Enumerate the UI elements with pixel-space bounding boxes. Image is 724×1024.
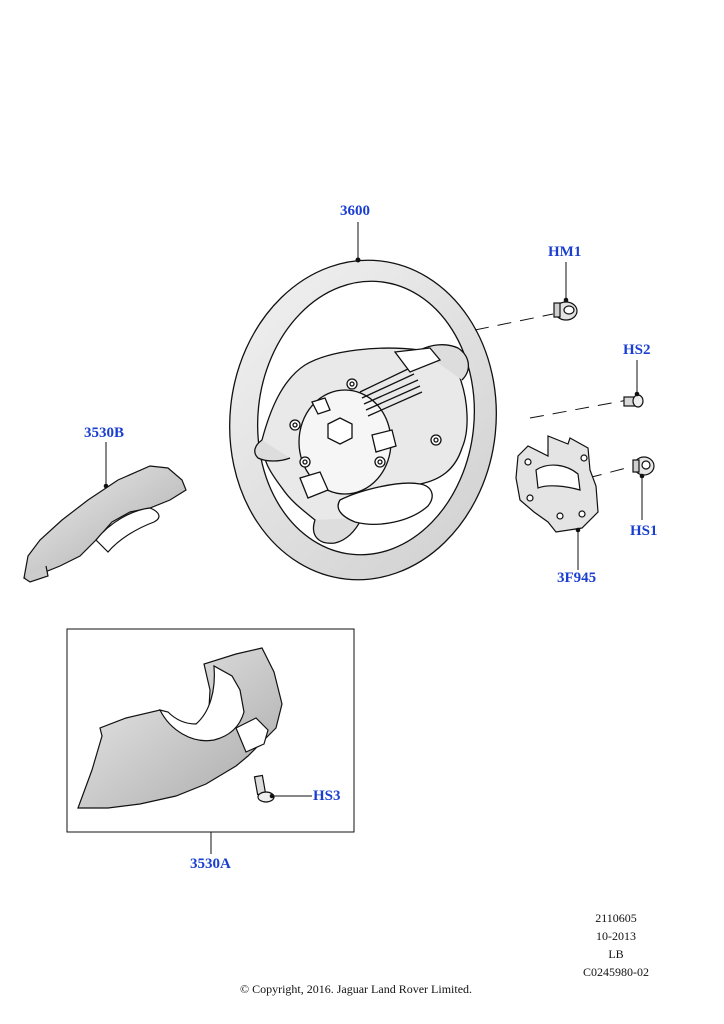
image-code: C0245980-02	[583, 965, 649, 979]
callout-3530b[interactable]: 3530B	[84, 425, 125, 441]
region-code: LB	[608, 947, 624, 961]
steering-wheel[interactable]	[214, 247, 512, 593]
leader-dot-hs2	[634, 391, 640, 397]
callout-3f945[interactable]: 3F945	[557, 570, 597, 586]
leader-dot-3600	[355, 257, 361, 263]
date-code: 10-2013	[596, 929, 636, 943]
callout-3600[interactable]: 3600	[340, 203, 370, 219]
steering-column-cover-upper[interactable]	[23, 465, 187, 583]
steering-column-cover-lower[interactable]	[77, 647, 283, 809]
leader-dot-hs1	[639, 473, 645, 479]
screw-hs2[interactable]	[623, 394, 644, 408]
copyright: © Copyright, 2016. Jaguar Land Rover Lim…	[239, 982, 473, 996]
callout-hm1[interactable]: HM1	[548, 244, 582, 260]
callout-hs3[interactable]: HS3	[313, 788, 341, 804]
module-bracket[interactable]	[515, 435, 599, 533]
nut-hm1[interactable]	[553, 301, 578, 321]
assembly-lines	[474, 313, 635, 479]
leader-dot-hm1	[563, 297, 569, 303]
callout-hs1[interactable]: HS1	[630, 523, 658, 539]
ref-code: 2110605	[595, 911, 637, 925]
leader-dot-3530b	[103, 483, 109, 489]
leader-dot-hs3	[269, 793, 275, 799]
callout-hs2[interactable]: HS2	[623, 342, 651, 358]
callout-3530a[interactable]: 3530A	[190, 856, 231, 872]
screw-hs1[interactable]	[632, 456, 655, 476]
leader-dot-3f945	[575, 527, 581, 533]
screw-hs3[interactable]	[253, 774, 275, 803]
